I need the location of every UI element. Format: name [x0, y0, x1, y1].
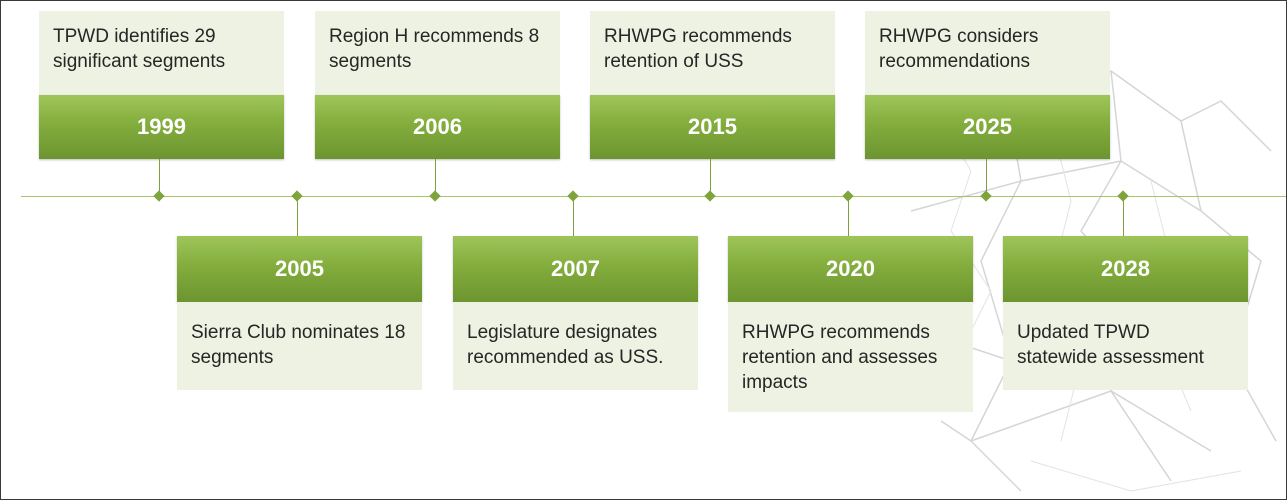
event-note: TPWD identifies 29 significant segments: [39, 11, 284, 95]
event-year-label: 1999: [39, 95, 284, 159]
event-note: RHWPG considers recommendations: [865, 11, 1110, 95]
event-connector: [986, 159, 987, 196]
event-connector: [159, 159, 160, 196]
event-note: Updated TPWD statewide assessment: [1003, 302, 1248, 390]
event-marker: [153, 190, 165, 202]
timeline-axis: [21, 196, 1286, 197]
event-connector: [1123, 196, 1124, 236]
event-connector: [710, 159, 711, 196]
event-marker: [842, 190, 854, 202]
event-note: Region H recommends 8 segments: [315, 11, 560, 95]
event-connector: [848, 196, 849, 236]
event-connector: [297, 196, 298, 236]
event-connector: [435, 159, 436, 196]
event-note: Legislature designates recommended as US…: [453, 302, 698, 390]
event-note: RHWPG recommends retention and assesses …: [728, 302, 973, 412]
event-note: Sierra Club nominates 18 segments: [177, 302, 422, 390]
event-marker: [291, 190, 303, 202]
event-marker: [567, 190, 579, 202]
event-year-label: 2015: [590, 95, 835, 159]
event-marker: [704, 190, 716, 202]
event-year-label: 2020: [728, 236, 973, 302]
event-connector: [573, 196, 574, 236]
event-year-label: 2028: [1003, 236, 1248, 302]
event-year-label: 2007: [453, 236, 698, 302]
event-note: RHWPG recommends retention of USS: [590, 11, 835, 95]
event-year-label: 2005: [177, 236, 422, 302]
event-year-label: 2006: [315, 95, 560, 159]
event-year-label: 2025: [865, 95, 1110, 159]
event-marker: [429, 190, 441, 202]
